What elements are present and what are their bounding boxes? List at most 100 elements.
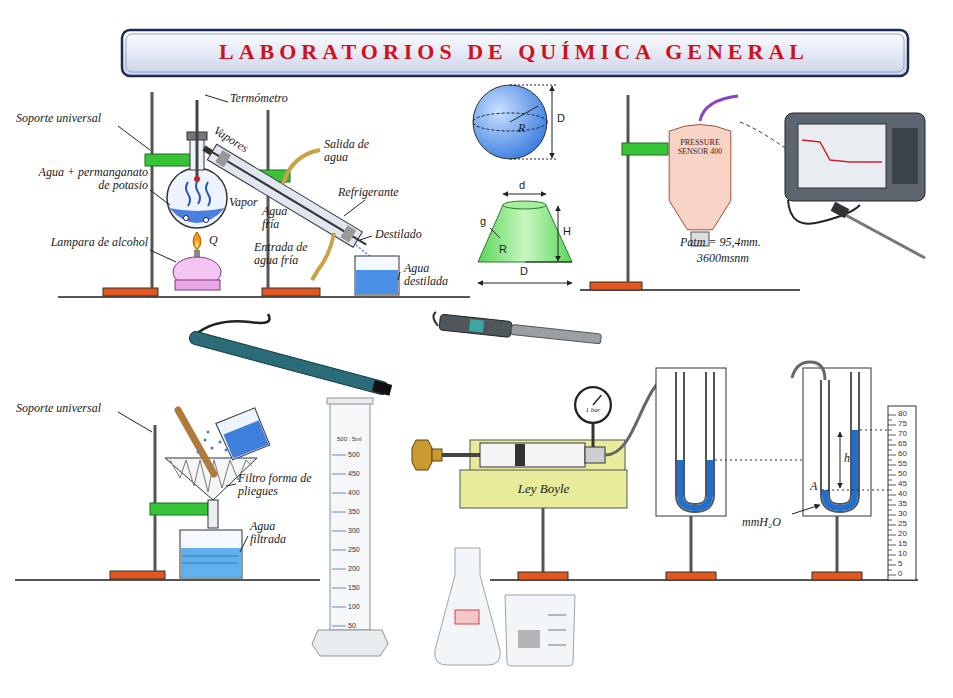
label-text: mmH₂O <box>742 515 781 529</box>
label-text: 25 <box>898 519 907 528</box>
part-label: 50 <box>348 622 356 629</box>
part-label: 80 <box>898 410 907 418</box>
label-text: Agua fría <box>262 204 287 231</box>
part-label: Termómetro <box>230 92 288 105</box>
part-label: H <box>563 226 571 238</box>
part-label: g <box>480 216 486 228</box>
part-label: d <box>519 180 525 192</box>
part-label: Q <box>209 234 218 247</box>
ruler-tick <box>888 455 896 456</box>
part-label: 60 <box>898 450 907 458</box>
part-label: Salida de agua <box>324 138 376 163</box>
part-label: 25 <box>898 520 907 528</box>
ruler-tick <box>888 440 892 441</box>
part-label: D <box>557 113 565 125</box>
part-label: h <box>844 452 850 465</box>
part-label: 350 <box>348 508 360 515</box>
part-label: 450 <box>348 470 360 477</box>
ruler-tick <box>888 535 896 536</box>
ruler-tick <box>888 525 896 526</box>
part-label: Filtro forma de pliegues <box>238 472 322 497</box>
label-text: 350 <box>348 508 360 515</box>
ruler-tick <box>888 510 892 511</box>
ruler-tick <box>888 515 896 516</box>
ruler-tick <box>888 420 892 421</box>
label-text: H <box>563 225 571 237</box>
label-text: 450 <box>348 470 360 477</box>
part-label: 500 <box>348 451 360 458</box>
sensor-body: PRESSURE SENSOR 400 <box>665 120 735 232</box>
node-text-column: 1 bar <box>586 406 601 414</box>
label-text: Entrada de agua fría <box>254 240 308 267</box>
part-label: 5 <box>898 560 902 568</box>
label-text: 65 <box>898 439 907 448</box>
node-text: PRESSURE SENSOR 400 <box>670 138 730 156</box>
ruler-tick <box>888 505 896 506</box>
ruler-tick <box>888 555 896 556</box>
ruler-tick <box>888 465 896 466</box>
label-text: Q <box>209 233 218 247</box>
part-label: Refrigerante <box>338 186 399 199</box>
label-text: h <box>844 451 850 465</box>
label-text: Soporte universal <box>16 401 101 415</box>
label-text: 15 <box>898 539 907 548</box>
label-text: 50 <box>348 622 356 629</box>
ruler-tick <box>888 475 896 476</box>
part-label: Agua destilada <box>404 262 456 287</box>
label-text: 55 <box>898 459 907 468</box>
title-text: LABORATORIOS DE QUÍMICA GENERAL <box>219 39 809 65</box>
part-label: Soporte universal <box>16 402 101 415</box>
sensor-shape <box>665 120 735 232</box>
part-label: Vapor <box>229 196 258 209</box>
part-label: 500 : 5ml <box>337 436 362 442</box>
ruler-tick <box>888 460 892 461</box>
part-label: 75 <box>898 420 907 428</box>
part-label: Agua + permanganato de potasio <box>36 166 148 191</box>
label-text: 30 <box>898 509 907 518</box>
part-label: 35 <box>898 500 907 508</box>
label-text: Patm = 95,4mm. <box>680 235 761 249</box>
label-text: Destilado <box>375 227 422 241</box>
part-label: A <box>810 480 817 493</box>
label-text: Agua filtrada <box>250 519 286 546</box>
node-text-column: Ley Boyle <box>518 482 570 497</box>
label-text: 60 <box>898 449 907 458</box>
part-label: 3600msnm <box>697 252 749 265</box>
label-text: Refrigerante <box>338 185 399 199</box>
ruler-tick <box>888 500 892 501</box>
part-label: 40 <box>898 490 907 498</box>
ruler-tick <box>888 560 892 561</box>
part-label: 45 <box>898 480 907 488</box>
part-label: 300 <box>348 527 360 534</box>
ruler-tick <box>888 485 896 486</box>
pressure-gauge: 1 bar <box>574 386 612 424</box>
ruler-tick <box>888 450 892 451</box>
title-banner: LABORATORIOS DE QUÍMICA GENERAL <box>120 28 908 76</box>
part-label: 50 <box>898 470 907 478</box>
ruler-tick <box>888 550 892 551</box>
node-text-column: PRESSURE SENSOR 400 <box>670 138 730 156</box>
ruler-tick <box>888 425 896 426</box>
part-label: 70 <box>898 430 907 438</box>
label-text: 500 <box>348 451 360 458</box>
part-label: 10 <box>898 550 907 558</box>
part-label: R <box>518 122 525 135</box>
part-label: D <box>520 266 528 278</box>
label-text: Filtro forma de pliegues <box>238 471 312 498</box>
part-label: 20 <box>898 530 907 538</box>
ruler-tick <box>888 495 896 496</box>
label-text: 40 <box>898 489 907 498</box>
label-text: A <box>810 479 817 493</box>
label-text: 3600msnm <box>697 251 749 265</box>
label-text: Soporte universal <box>16 111 101 125</box>
ruler-tick <box>888 480 892 481</box>
label-text: 45 <box>898 479 907 488</box>
label-text: 250 <box>348 546 360 553</box>
part-label: 15 <box>898 540 907 548</box>
part-label: Destilado <box>375 228 422 241</box>
ruler-tick <box>888 575 896 576</box>
label-text: Agua destilada <box>404 261 448 288</box>
label-text: 0 <box>898 569 902 578</box>
label-text: 200 <box>348 565 360 572</box>
